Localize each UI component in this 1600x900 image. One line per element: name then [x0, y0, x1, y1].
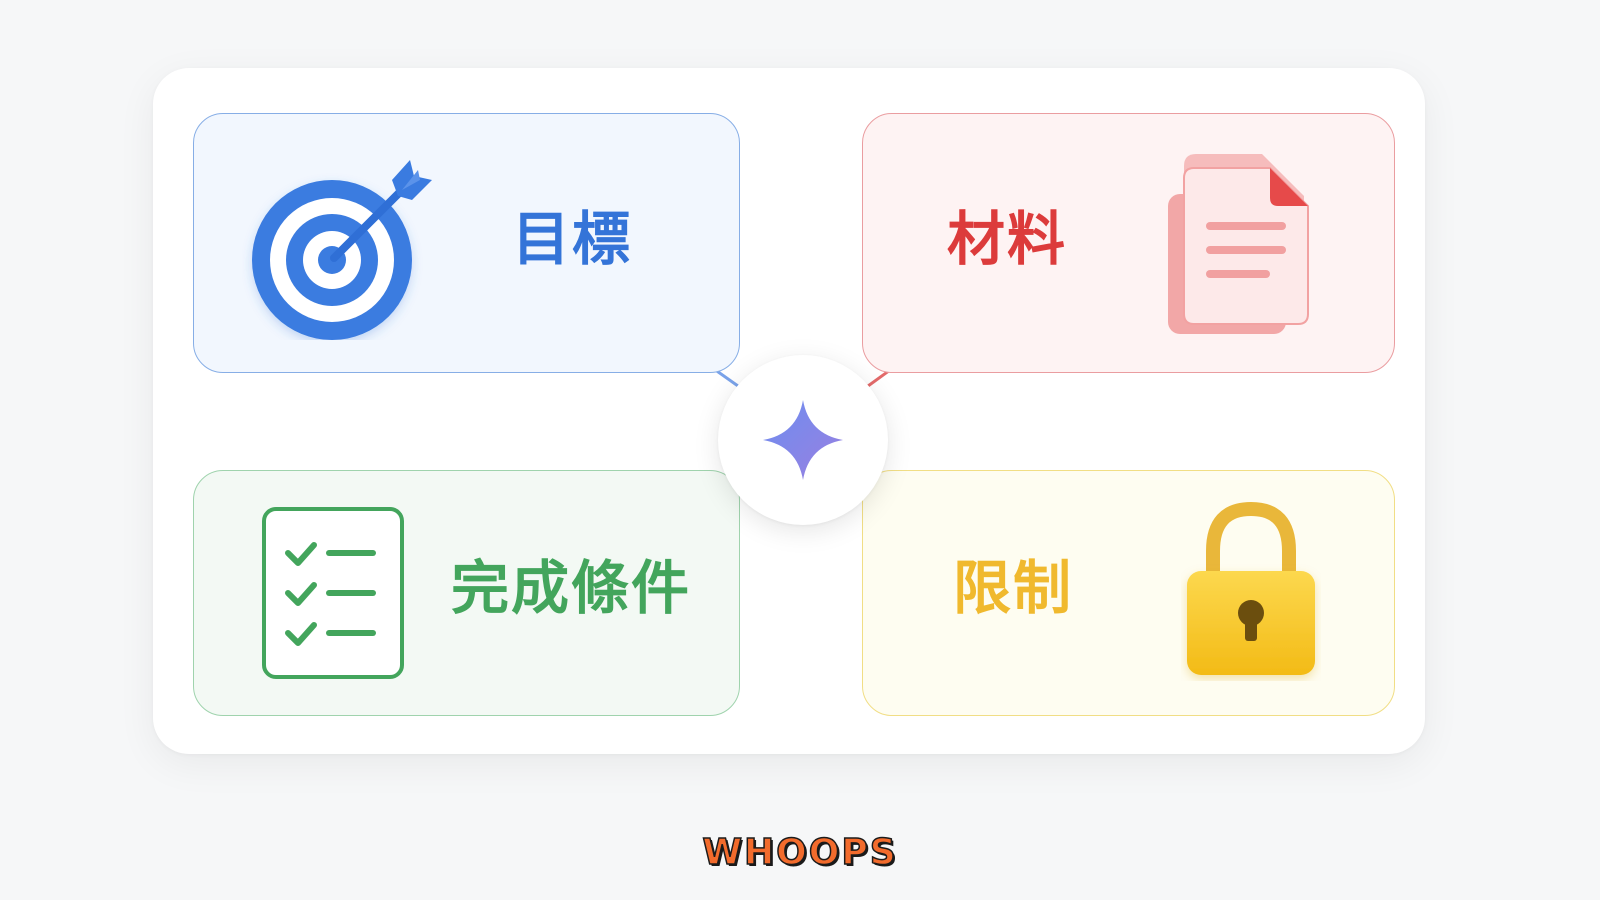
material-label: 材料: [947, 205, 1068, 273]
completion-label: 完成條件: [451, 554, 692, 622]
sparkle-icon: [763, 400, 843, 480]
limit-label: 限制: [953, 554, 1074, 622]
watermark-logo: WHOOPS: [702, 831, 898, 874]
target-icon: [252, 160, 432, 340]
document-icon: [1168, 154, 1309, 334]
checklist-icon: [262, 507, 404, 679]
completion-card: 完成條件: [193, 470, 740, 716]
limit-card: 限制: [862, 470, 1395, 716]
material-card: 材料: [862, 113, 1395, 373]
goal-label: 目標: [512, 205, 633, 273]
lock-icon: [1187, 501, 1315, 675]
goal-card: 目標: [193, 113, 740, 373]
center-hub: [718, 355, 888, 525]
